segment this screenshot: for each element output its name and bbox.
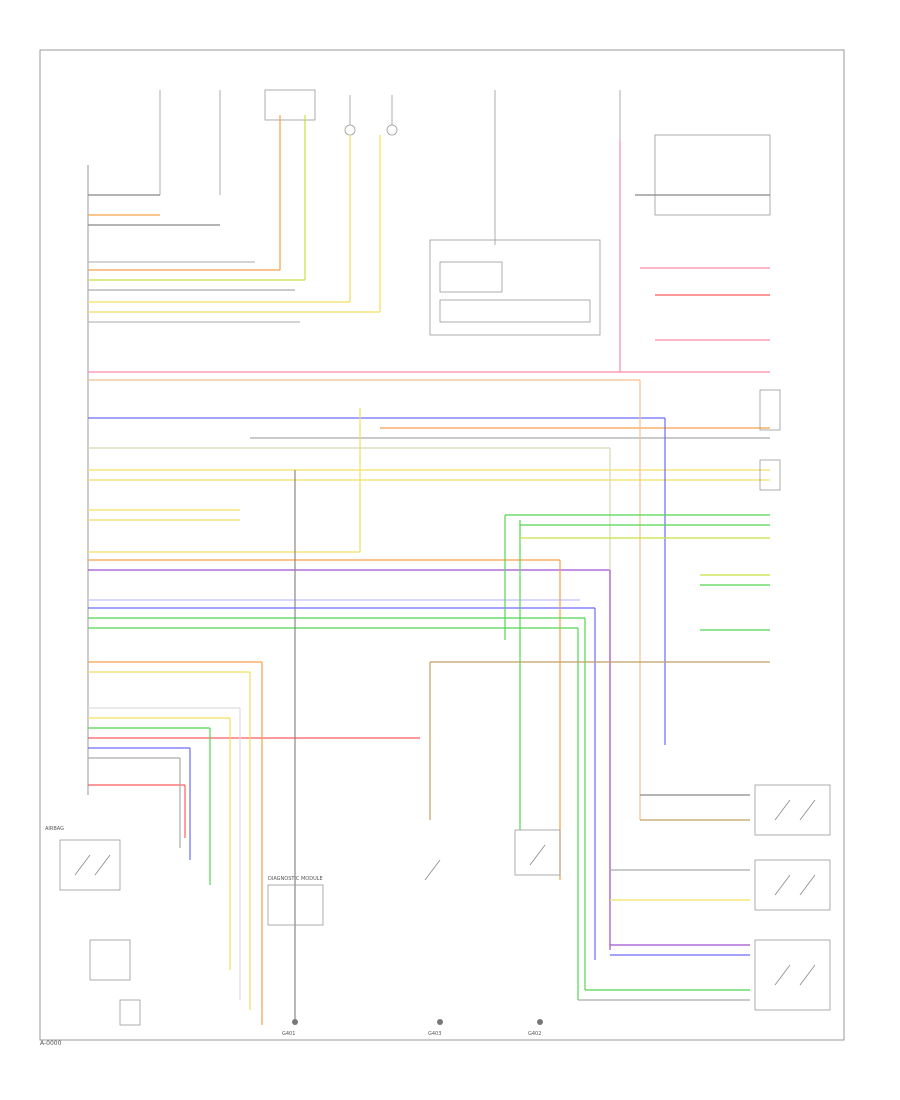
wire-harness bbox=[88, 194, 770, 786]
footer-code: A-0000 bbox=[40, 1040, 62, 1047]
vertical-wires bbox=[179, 115, 666, 1025]
top-components bbox=[159, 89, 771, 336]
module-left-label: AIRBAG bbox=[45, 826, 64, 832]
ground-label-mid: G403 bbox=[428, 1031, 441, 1037]
switch-symbols bbox=[74, 799, 816, 986]
component-boxes bbox=[59, 389, 831, 1026]
ground-label-right: G402 bbox=[528, 1031, 541, 1037]
module-bottom-label: DIAGNOSTIC MODULE bbox=[268, 876, 323, 882]
ground-symbols bbox=[292, 1019, 543, 1025]
ground-label-left: G401 bbox=[282, 1031, 295, 1037]
right-wires bbox=[430, 194, 770, 1001]
diagram-border bbox=[39, 49, 845, 1041]
